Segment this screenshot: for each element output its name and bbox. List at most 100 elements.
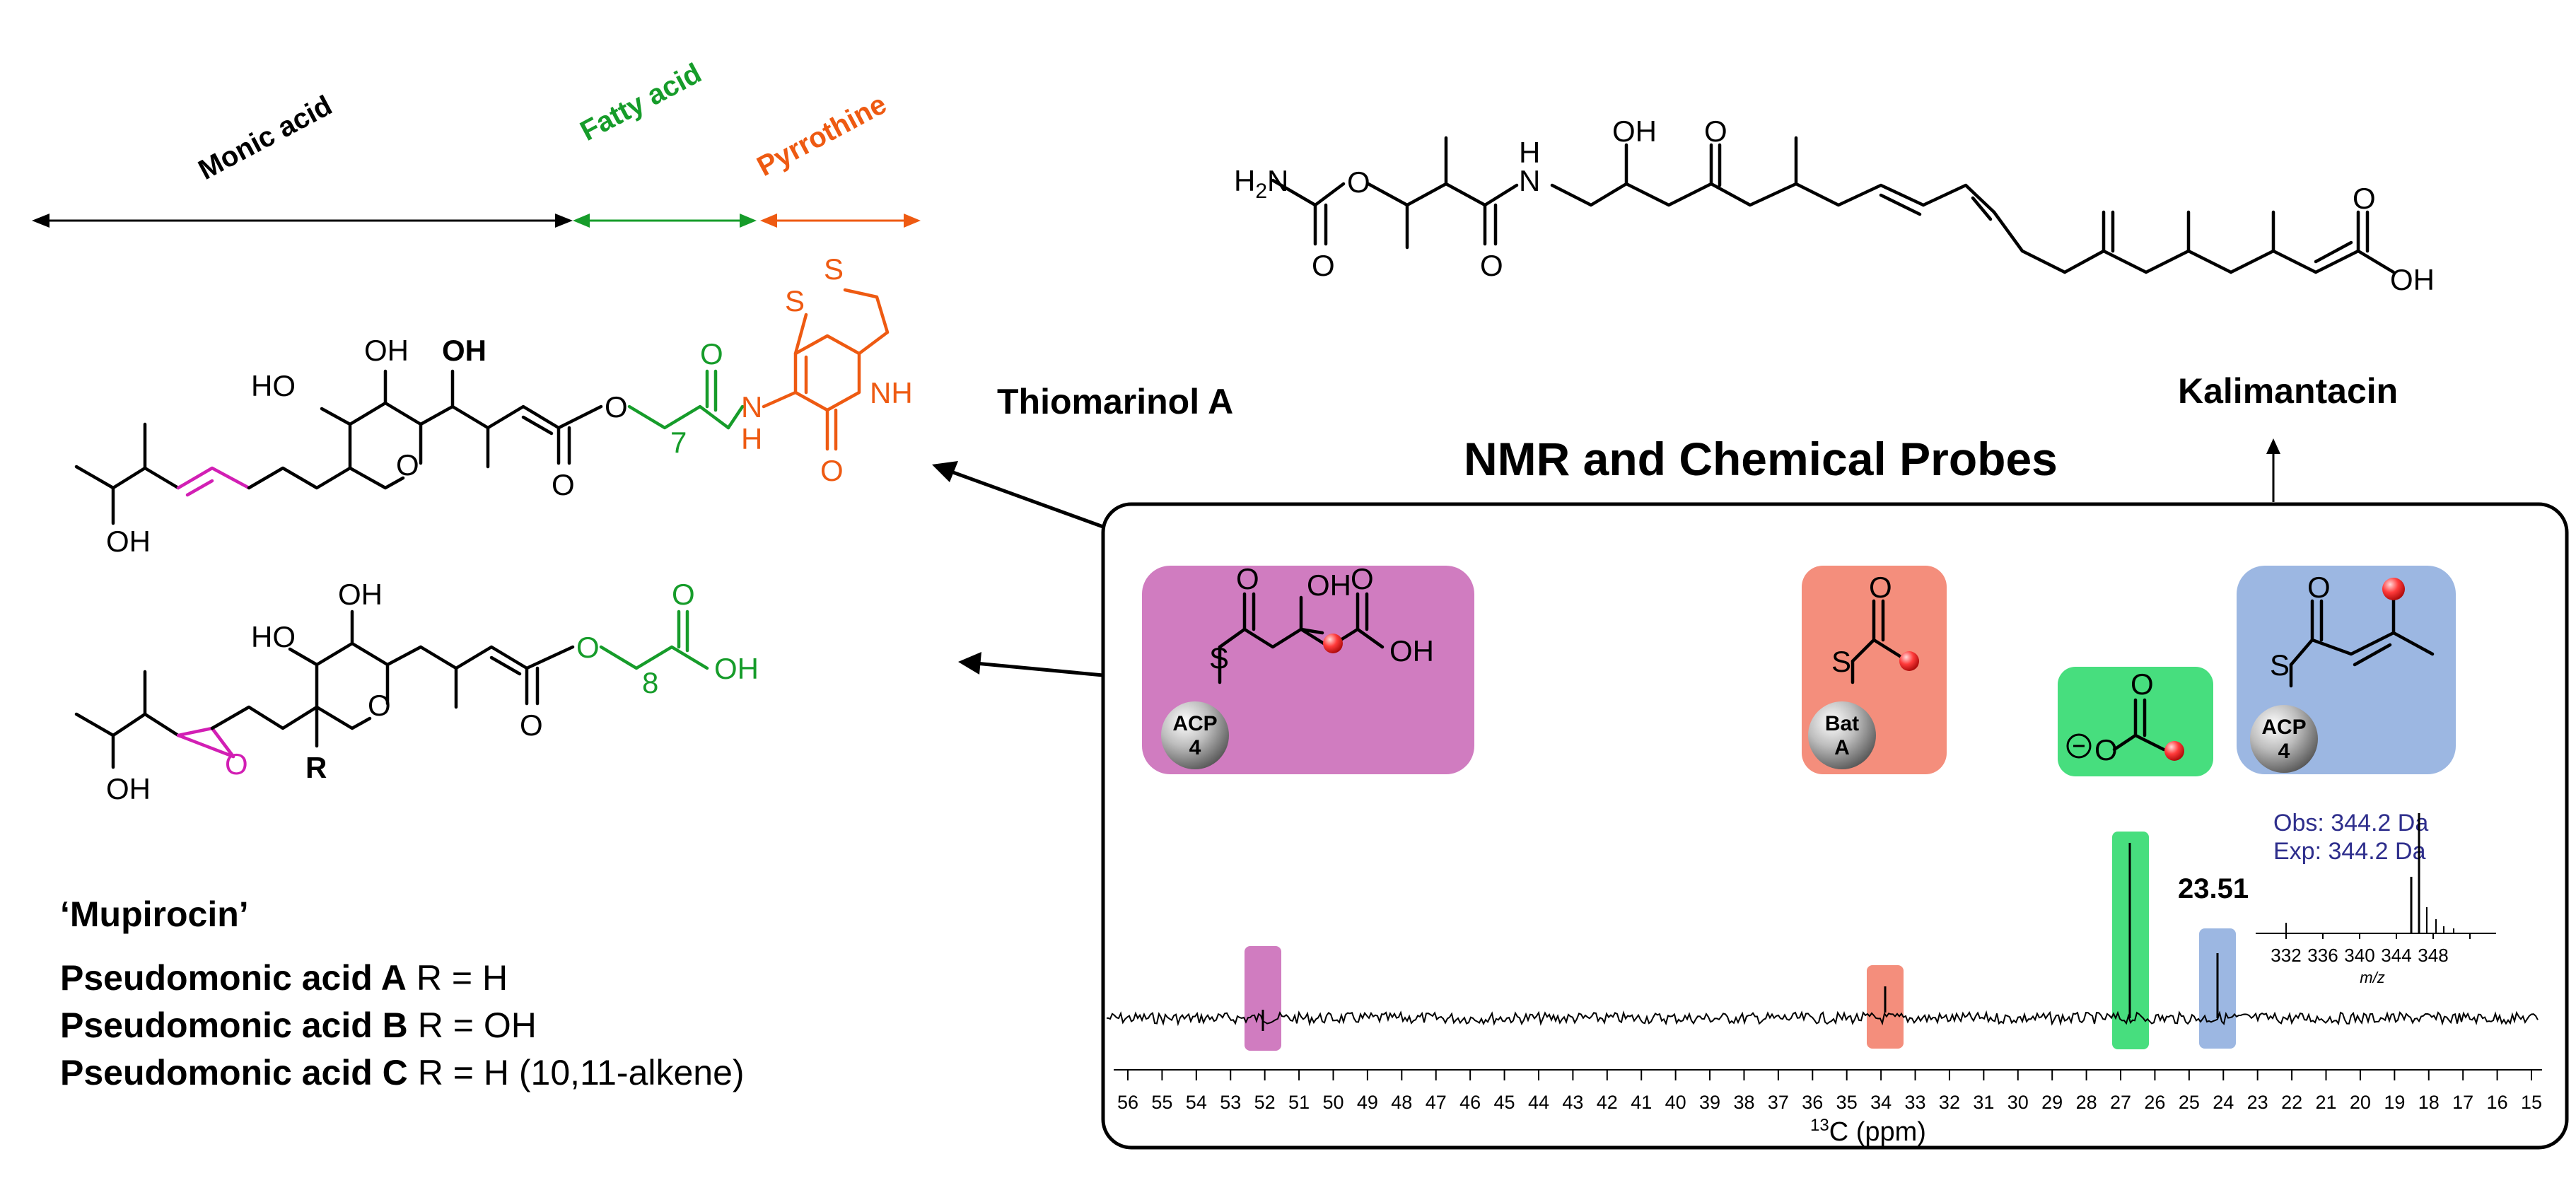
- ms-tick-label: 348: [2418, 945, 2448, 966]
- peak-value-label: 23.51: [2178, 873, 2249, 904]
- nmr-tick-label: 44: [1528, 1092, 1549, 1113]
- nmr-tick-label: 26: [2144, 1092, 2165, 1113]
- nmr-tick-label: 16: [2487, 1092, 2508, 1113]
- ms-tick-label: 344: [2381, 945, 2411, 966]
- nmr-tick-label: 21: [2315, 1092, 2336, 1113]
- atom-o: O: [520, 708, 543, 742]
- atom-h: H: [741, 422, 762, 455]
- arrow-to-kalimantacin: [2266, 438, 2280, 502]
- carrier-label: ACP: [1172, 712, 1217, 735]
- carrier-ball: [2250, 705, 2318, 773]
- ms-inset: Obs: 344.2 Da Exp: 344.2 Da 332 336 340 …: [2256, 810, 2496, 986]
- atom-oh: OH: [106, 525, 151, 558]
- atom-s: S: [824, 252, 844, 286]
- nmr-tick-label: 34: [1870, 1092, 1892, 1113]
- thiomarinol-label: Thiomarinol A: [997, 382, 1233, 421]
- nmr-tick-label: 41: [1631, 1092, 1652, 1113]
- nmr-tick-label: 28: [2076, 1092, 2097, 1113]
- monic-acid-arrow: [32, 214, 573, 228]
- nmr-tick-label: 22: [2281, 1092, 2302, 1113]
- atom-oh: OH: [1612, 115, 1657, 148]
- nmr-tick-label: 40: [1665, 1092, 1686, 1113]
- atom-s: S: [1831, 645, 1851, 678]
- ms-obs-label: Obs: 344.2 Da: [2273, 810, 2428, 836]
- atom-n: N: [741, 390, 762, 424]
- nmr-tick-label: 42: [1597, 1092, 1618, 1113]
- segment-header: Monic acid Fatty acid Pyrrothine: [32, 57, 921, 228]
- carrier-label: 4: [1189, 736, 1201, 759]
- arrow-to-thiomarinol: [932, 461, 1104, 529]
- atom-o: O: [1351, 562, 1374, 595]
- carrier-ball: [1808, 701, 1876, 769]
- kalimantacin-label: Kalimantacin: [2178, 371, 2398, 411]
- atom-n: N: [1519, 164, 1540, 197]
- carrier-label: 4: [2278, 740, 2290, 763]
- carrier-ball: [1161, 701, 1229, 769]
- nmr-tick-label: 53: [1220, 1092, 1241, 1113]
- atom-o: O: [1480, 249, 1503, 282]
- atom-o: O: [1869, 571, 1892, 604]
- atom-o: O: [605, 390, 628, 424]
- atom-o: O: [2307, 571, 2331, 604]
- carrier-label: Bat: [1825, 712, 1859, 735]
- ms-tick-label: 340: [2344, 945, 2374, 966]
- atom-o: O: [820, 454, 844, 487]
- nmr-tick-label: 47: [1426, 1092, 1447, 1113]
- atom-o: O: [1347, 165, 1370, 199]
- nmr-tick-label: 46: [1459, 1092, 1481, 1113]
- atom-h: H: [1519, 136, 1540, 169]
- monic-acid-label: Monic acid: [194, 90, 337, 186]
- atom-ho: HO: [251, 620, 296, 653]
- nmr-tick-label: 31: [1973, 1092, 1994, 1113]
- atom-r: R: [305, 751, 327, 784]
- atom-o: O: [1236, 562, 1259, 595]
- nmr-tick-label: 24: [2213, 1092, 2234, 1113]
- carrier-label: ACP: [2261, 716, 2306, 739]
- atom-o: O: [576, 631, 600, 664]
- nmr-trace: [1106, 1010, 2539, 1027]
- atom-n: 7: [670, 426, 687, 459]
- atom-oh: OH: [338, 578, 383, 611]
- probe-card: O O: [2058, 667, 2213, 776]
- atom-oh: OH: [364, 334, 409, 367]
- label-ball: [1323, 634, 1343, 653]
- nmr-tick-label: 19: [2384, 1092, 2405, 1113]
- kalimantacin-structure: H2N O O O N H OH O O OH: [1234, 115, 2435, 296]
- atom-oh: OH: [1389, 634, 1434, 667]
- nmr-tick-label: 30: [2007, 1092, 2029, 1113]
- nmr-tick-label: 15: [2521, 1092, 2542, 1113]
- probes-panel: [1101, 502, 2569, 1150]
- arrow-to-mupirocin: [958, 652, 1104, 677]
- atom-n: 8: [642, 666, 658, 699]
- nmr-tick-label: 35: [1836, 1092, 1858, 1113]
- ms-tick-label: 336: [2307, 945, 2338, 966]
- atom-oh: OH: [1307, 568, 1351, 602]
- nmr-tick-label: 56: [1117, 1092, 1138, 1113]
- atom-o: O: [396, 448, 419, 482]
- mupirocin-label: ‘Mupirocin’: [60, 894, 249, 934]
- atom-ho: HO: [251, 369, 296, 402]
- atom-s: S: [2270, 648, 2290, 682]
- nmr-tick-label: 33: [1905, 1092, 1926, 1113]
- label-ball: [2164, 741, 2184, 761]
- nmr-tick-label: 27: [2110, 1092, 2131, 1113]
- ms-axis-label: m/z: [2360, 969, 2384, 986]
- ms-tick-label: 332: [2271, 945, 2301, 966]
- label-ball: [1899, 651, 1919, 671]
- panel-title: NMR and Chemical Probes: [1464, 433, 2058, 485]
- nmr-tick-label: 29: [2041, 1092, 2063, 1113]
- nmr-tick-label: 25: [2179, 1092, 2200, 1113]
- atom-o: O: [552, 468, 575, 501]
- nmr-tick-label: 52: [1254, 1092, 1276, 1113]
- nmr-tick-label: 17: [2452, 1092, 2473, 1113]
- atom-o: O: [700, 337, 723, 371]
- probe-card: O OH O OH S ACP 4: [1142, 562, 1474, 774]
- nmr-tick-label: 36: [1802, 1092, 1823, 1113]
- probe-card: O S ACP 4: [2237, 566, 2456, 774]
- atom-o: O: [1704, 115, 1727, 148]
- atom-o: O: [1312, 249, 1335, 282]
- atom-nh: NH: [870, 376, 913, 409]
